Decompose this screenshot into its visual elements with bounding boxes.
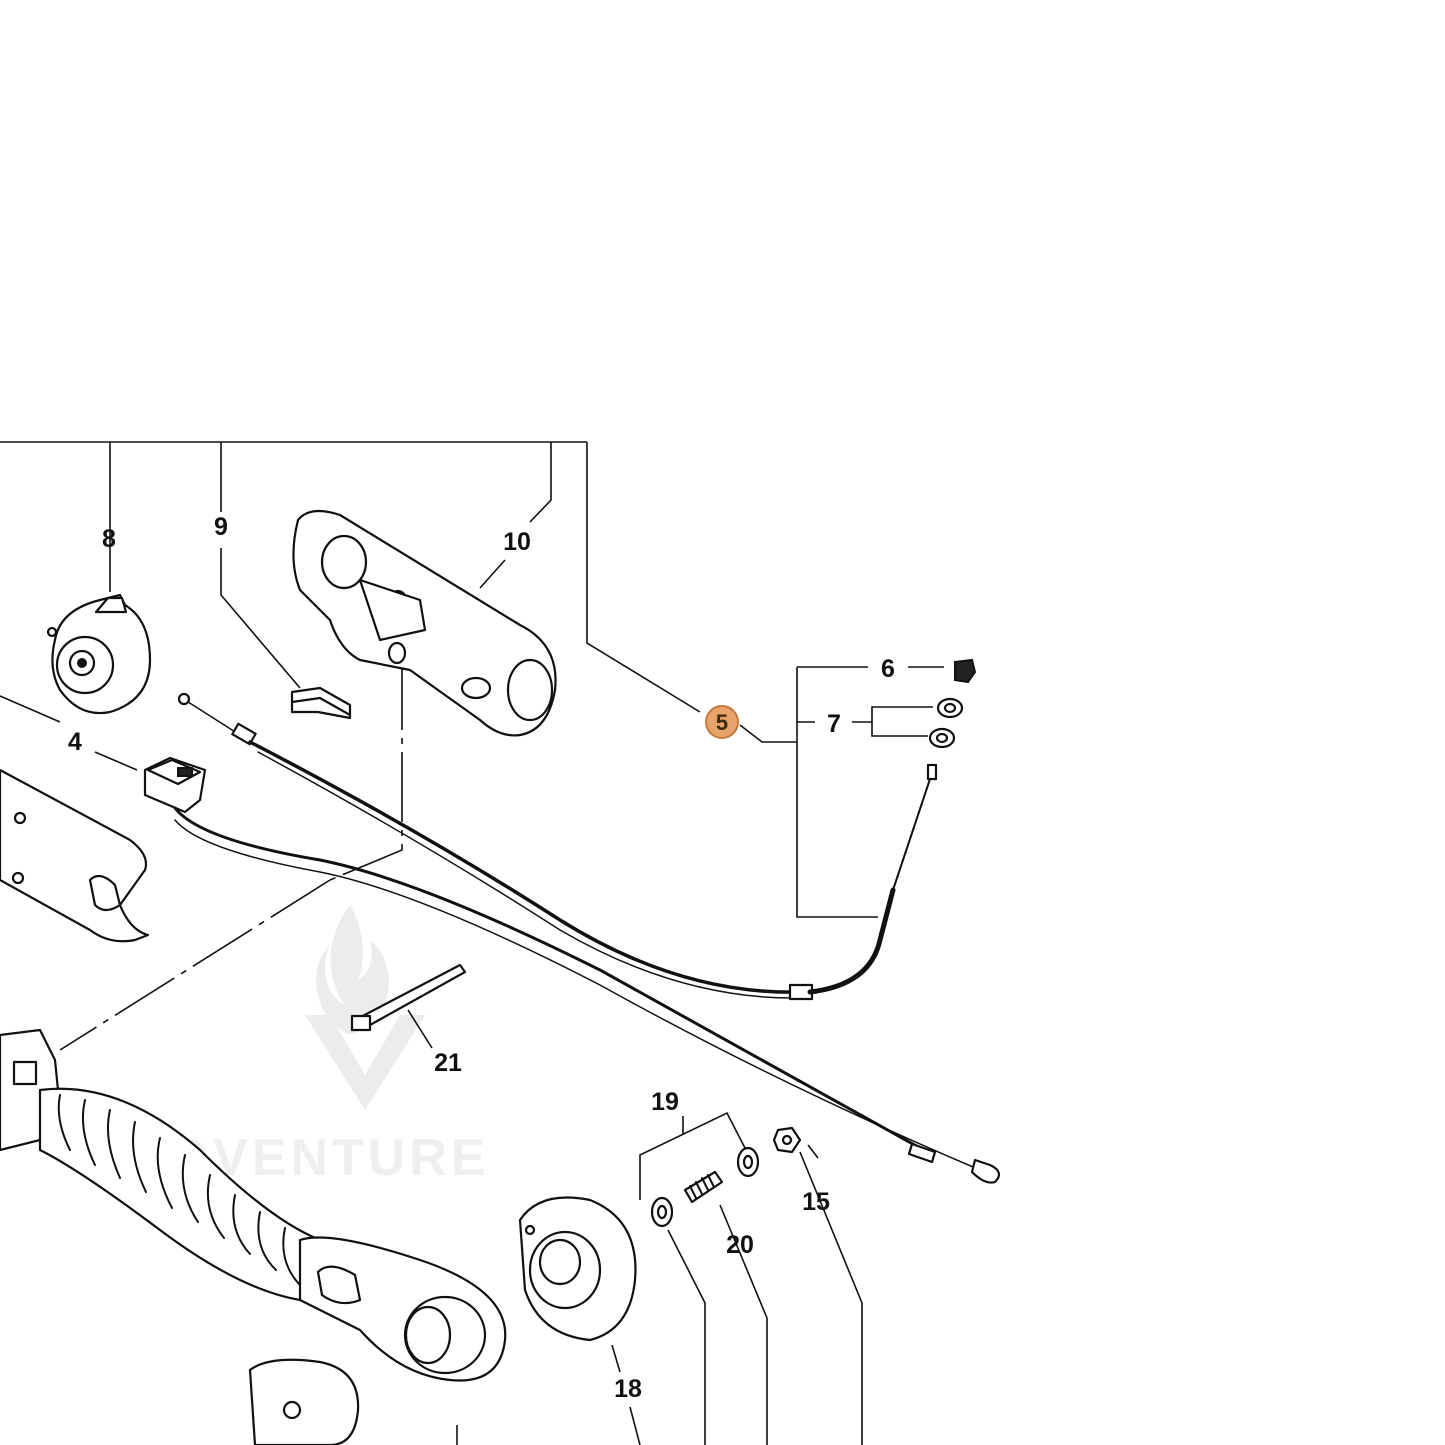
part-hardware-6-7 bbox=[928, 658, 977, 749]
part-corrugated-tube bbox=[0, 1028, 507, 1382]
callout-21: 21 bbox=[434, 1049, 462, 1077]
part-bearing-housing bbox=[518, 1196, 637, 1342]
callout-7: 7 bbox=[827, 710, 841, 738]
callout-5-circle bbox=[705, 705, 739, 739]
leader-lines bbox=[0, 441, 944, 1445]
part-handle-grip bbox=[0, 768, 150, 943]
watermark-flame-icon bbox=[316, 905, 389, 1035]
callout-5: 5 bbox=[716, 710, 728, 735]
callout-18: 18 bbox=[614, 1375, 642, 1403]
callout-10: 10 bbox=[503, 528, 531, 556]
part-clips bbox=[290, 686, 352, 720]
callout-9: 9 bbox=[214, 513, 228, 541]
part-handle-housing bbox=[292, 509, 557, 737]
cables bbox=[173, 692, 1001, 1184]
part-cable-tie bbox=[350, 963, 467, 1032]
callout-15: 15 bbox=[802, 1188, 830, 1216]
part-bottom-flange bbox=[248, 1358, 360, 1445]
callout-6: 6 bbox=[881, 655, 895, 683]
watermark-v-icon bbox=[305, 1015, 425, 1110]
part-motor-cover bbox=[46, 593, 152, 715]
part-hardware-15-19-20 bbox=[650, 1126, 802, 1228]
callouts: 4 5 6 7 8 9 10 15 18 19 20 21 bbox=[68, 513, 895, 1403]
part-switch bbox=[143, 756, 207, 814]
callout-5-highlight[interactable]: 5 bbox=[705, 705, 739, 739]
callout-8: 8 bbox=[102, 525, 116, 553]
callout-4: 4 bbox=[68, 728, 82, 756]
callout-20: 20 bbox=[726, 1231, 754, 1259]
callout-19: 19 bbox=[651, 1088, 679, 1116]
